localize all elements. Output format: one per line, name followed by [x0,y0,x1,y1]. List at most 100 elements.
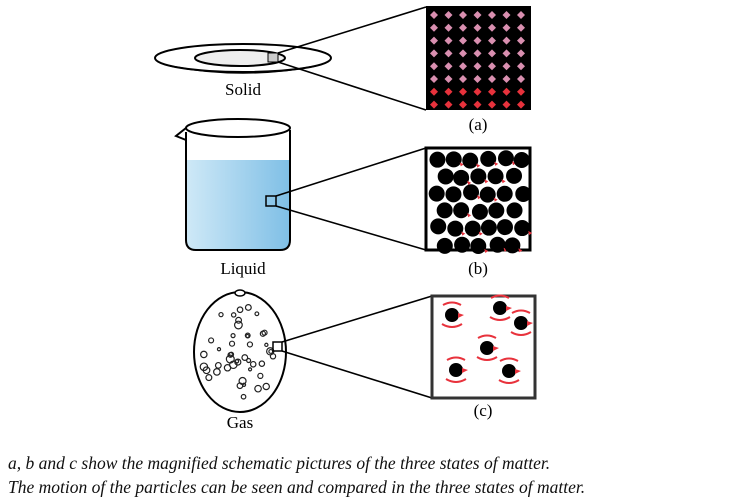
balloon-particle [254,384,262,393]
solid-particle [502,100,511,109]
motion-arrow [494,161,499,166]
liquid-particle [471,203,488,220]
motion-arrow [484,248,489,253]
balloon-particle [244,303,252,311]
solid-particle [444,62,453,71]
liquid-particle [454,236,471,253]
motion-arrow [461,231,466,236]
solid-particle [488,62,496,71]
liquid-particle [513,152,530,169]
solid-particle [473,75,482,83]
solid-zoom-lines [277,6,427,111]
solid-particle [502,11,511,19]
gas-particle [493,301,507,315]
solid-particle [517,23,525,32]
motion-arcs [445,356,467,383]
balloon-particle [241,354,249,362]
liquid-particle [430,218,447,235]
liquid-particle [479,186,496,203]
motion-arrow [493,197,498,202]
solid-particle [444,100,453,109]
liquid-particle [445,186,462,203]
liquid-particle [453,169,470,186]
liquid-particle [497,150,514,167]
liquid-particle [496,185,513,202]
balloon-particle [240,393,247,400]
balloon-particle [235,316,243,324]
balloon-particle [230,333,236,339]
liquid-label: Liquid [220,259,266,278]
liquid-particle [480,219,497,236]
liquid-zoom-lines [275,147,427,251]
gas-particle [502,364,516,378]
liquid-particles [428,150,533,254]
balloon-particle [261,329,268,336]
gas-label: Gas [227,413,253,432]
liquid-particle [428,185,445,202]
caption-line-1: a, b and c show the magnified schematic … [8,453,551,473]
motion-arrow [506,306,512,311]
liquid-particle [515,185,532,202]
liquid-particle [436,237,453,254]
solid-particle [517,11,525,19]
solid-particle [459,75,467,83]
balloon-particle [262,382,270,391]
balloon-particle [236,306,244,314]
balloon-particle [230,312,237,318]
solid-particle [459,11,467,19]
panel-c-label: (c) [474,401,493,420]
solid-particle [502,23,511,32]
solid-plate [154,43,332,74]
solid-particle [430,23,438,32]
motion-arrow [462,368,468,373]
solid-particle [430,100,438,109]
liquid-particle [462,152,479,169]
liquid-particle [470,168,487,185]
balloon-particle [264,342,269,348]
liquid-particle [436,202,453,219]
solid-particle [517,36,525,45]
balloon-particle [200,350,208,359]
balloon-particle [233,320,243,330]
solid-particle [430,87,438,96]
solid-particle [473,11,482,19]
balloon-particle [246,341,254,348]
solid-particle [502,36,511,45]
liquid-particle [514,220,531,237]
balloon-particle [208,337,215,344]
balloon-particle [258,360,266,367]
gas-particle [445,308,459,322]
solid-particle [488,49,496,58]
solid-particle [502,62,511,71]
solid-particle [488,100,496,109]
liquid-particle [453,202,470,219]
solid-particles [430,11,525,109]
liquid-particle [496,219,513,236]
balloon-particle [225,354,235,364]
balloon-particle [218,311,224,318]
liquid-particle [437,168,454,185]
balloon-particle [234,358,242,366]
solid-particle [517,75,525,83]
gas-particle [449,363,463,377]
solid-particle [488,11,496,19]
solid-particle [444,49,453,58]
motion-arcs [489,294,511,321]
liquid-particle [464,220,481,237]
balloon-particle [228,340,236,347]
panel-b-label: (b) [468,259,488,278]
balloon-particle [234,359,240,364]
solid-particle [502,87,511,96]
motion-arrow [476,163,481,168]
motion-arcs [476,334,498,361]
liquid-particle [463,184,480,201]
solid-particle [444,75,453,83]
motion-arcs [498,357,520,384]
solid-particle [488,23,496,32]
solid-particle [517,62,525,71]
solid-particle [473,36,482,45]
solid-particle [444,23,453,32]
balloon [193,289,287,413]
motion-arrow [527,321,533,326]
motion-arrow [478,231,483,236]
